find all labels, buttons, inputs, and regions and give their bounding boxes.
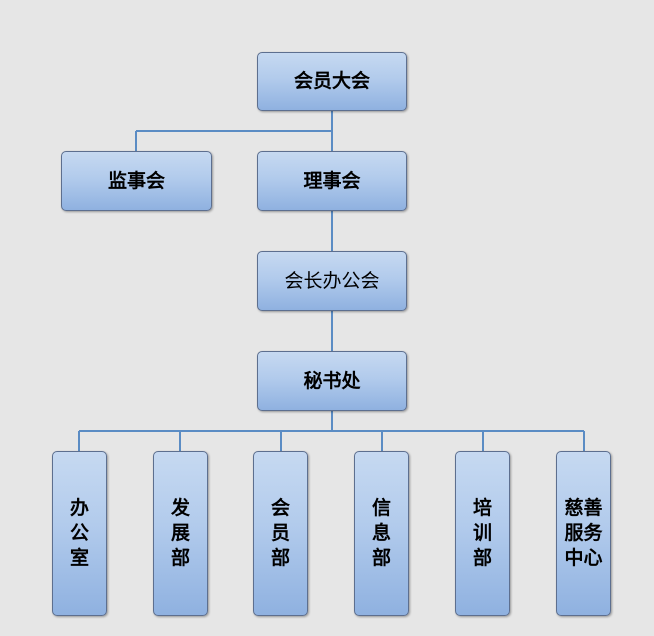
node-secretariat-label: 秘书处 — [303, 369, 361, 392]
node-supervisory-board-label: 监事会 — [107, 169, 165, 192]
node-dept-development-label: 发展部 — [170, 497, 190, 569]
node-general-assembly-label: 会员大会 — [293, 70, 370, 93]
node-dept-training: 培训部 — [455, 451, 510, 616]
node-council-label: 理事会 — [303, 169, 361, 192]
node-president-office: 会长办公会 — [257, 251, 407, 311]
node-dept-membership: 会员部 — [253, 451, 308, 616]
node-secretariat: 秘书处 — [257, 351, 407, 411]
node-supervisory-board: 监事会 — [61, 151, 212, 211]
node-dept-membership-label: 会员部 — [270, 497, 290, 569]
node-dept-office: 办公室 — [52, 451, 107, 616]
node-president-office-label: 会长办公会 — [284, 269, 380, 292]
node-dept-office-label: 办公室 — [69, 497, 89, 569]
node-dept-training-label: 培训部 — [472, 497, 492, 569]
node-council: 理事会 — [257, 151, 407, 211]
node-dept-development: 发展部 — [153, 451, 208, 616]
node-dept-charity-center-label: 慈善服务中心 — [564, 497, 603, 569]
node-dept-information: 信息部 — [354, 451, 409, 616]
node-dept-charity-center: 慈善服务中心 — [556, 451, 611, 616]
node-dept-information-label: 信息部 — [371, 497, 391, 569]
node-general-assembly: 会员大会 — [257, 52, 407, 111]
